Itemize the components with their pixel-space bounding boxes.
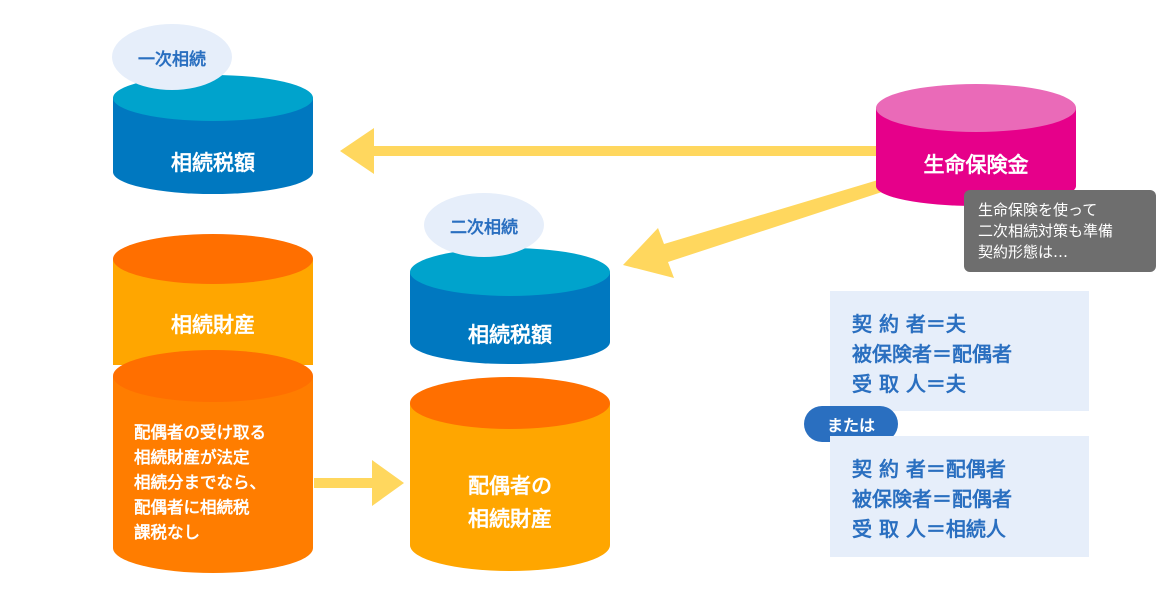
contract-b-insured: 被保険者＝配偶者 (852, 487, 1012, 511)
second-inheritance-label: 二次相続 (450, 217, 518, 238)
contract-b-beneficiary: 受 取 人＝相続人 (852, 517, 1006, 541)
first-inheritance-bubble: 一次相続 (112, 24, 232, 90)
spouse-text-line-5: 課税なし (134, 523, 200, 542)
note-line-3: 契約形態は… (978, 243, 1069, 261)
second-property-line-2: 相続財産 (468, 507, 552, 531)
arrow-to-first-tax (340, 128, 876, 174)
first-inheritance-label: 一次相続 (138, 49, 206, 70)
contract-a-insured: 被保険者＝配偶者 (852, 342, 1012, 366)
life-insurance-label: 生命保険金 (923, 153, 1029, 177)
spouse-text-line-1: 配偶者の受け取る (134, 423, 266, 442)
first-property-cylinder (113, 234, 313, 365)
second-inheritance-bubble: 二次相続 (424, 193, 544, 257)
contract-b-policyholder: 契 約 者＝配偶者 (852, 457, 1006, 481)
first-tax-label: 相続税額 (171, 151, 255, 175)
insurance-note: 生命保険を使って 二次相続対策も準備 契約形態は… (964, 190, 1156, 272)
contract-a-policyholder: 契 約 者＝夫 (852, 312, 966, 336)
spouse-text-line-4: 配偶者に相続税 (134, 498, 250, 517)
spouse-text-line-2: 相続財産が法定 (134, 448, 250, 467)
spouse-exemption-text: 配偶者の受け取る 相続財産が法定 相続分までなら、 配偶者に相続税 課税なし (134, 420, 304, 545)
second-property-label: 配偶者の 相続財産 (410, 468, 610, 538)
second-property-line-1: 配偶者の (468, 474, 552, 498)
spouse-text-line-3: 相続分までなら、 (134, 473, 266, 492)
note-line-2: 二次相続対策も準備 (978, 222, 1114, 240)
first-property-label: 相続財産 (171, 313, 255, 337)
contract-box-a: 契 約 者＝夫 被保険者＝配偶者 受 取 人＝夫 (830, 291, 1089, 411)
note-line-1: 生命保険を使って (978, 201, 1098, 219)
second-tax-label: 相続税額 (468, 323, 552, 347)
contract-a-beneficiary: 受 取 人＝夫 (852, 372, 966, 396)
spouse-property-cylinder-first (113, 350, 313, 573)
arrow-to-spouse-property (314, 460, 404, 506)
contract-box-b: 契 約 者＝配偶者 被保険者＝配偶者 受 取 人＝相続人 (830, 436, 1089, 557)
second-tax-cylinder (410, 248, 610, 364)
arrow-to-second-tax (623, 180, 882, 278)
second-property-cylinder (410, 377, 610, 571)
life-insurance-cylinder (876, 84, 1076, 206)
